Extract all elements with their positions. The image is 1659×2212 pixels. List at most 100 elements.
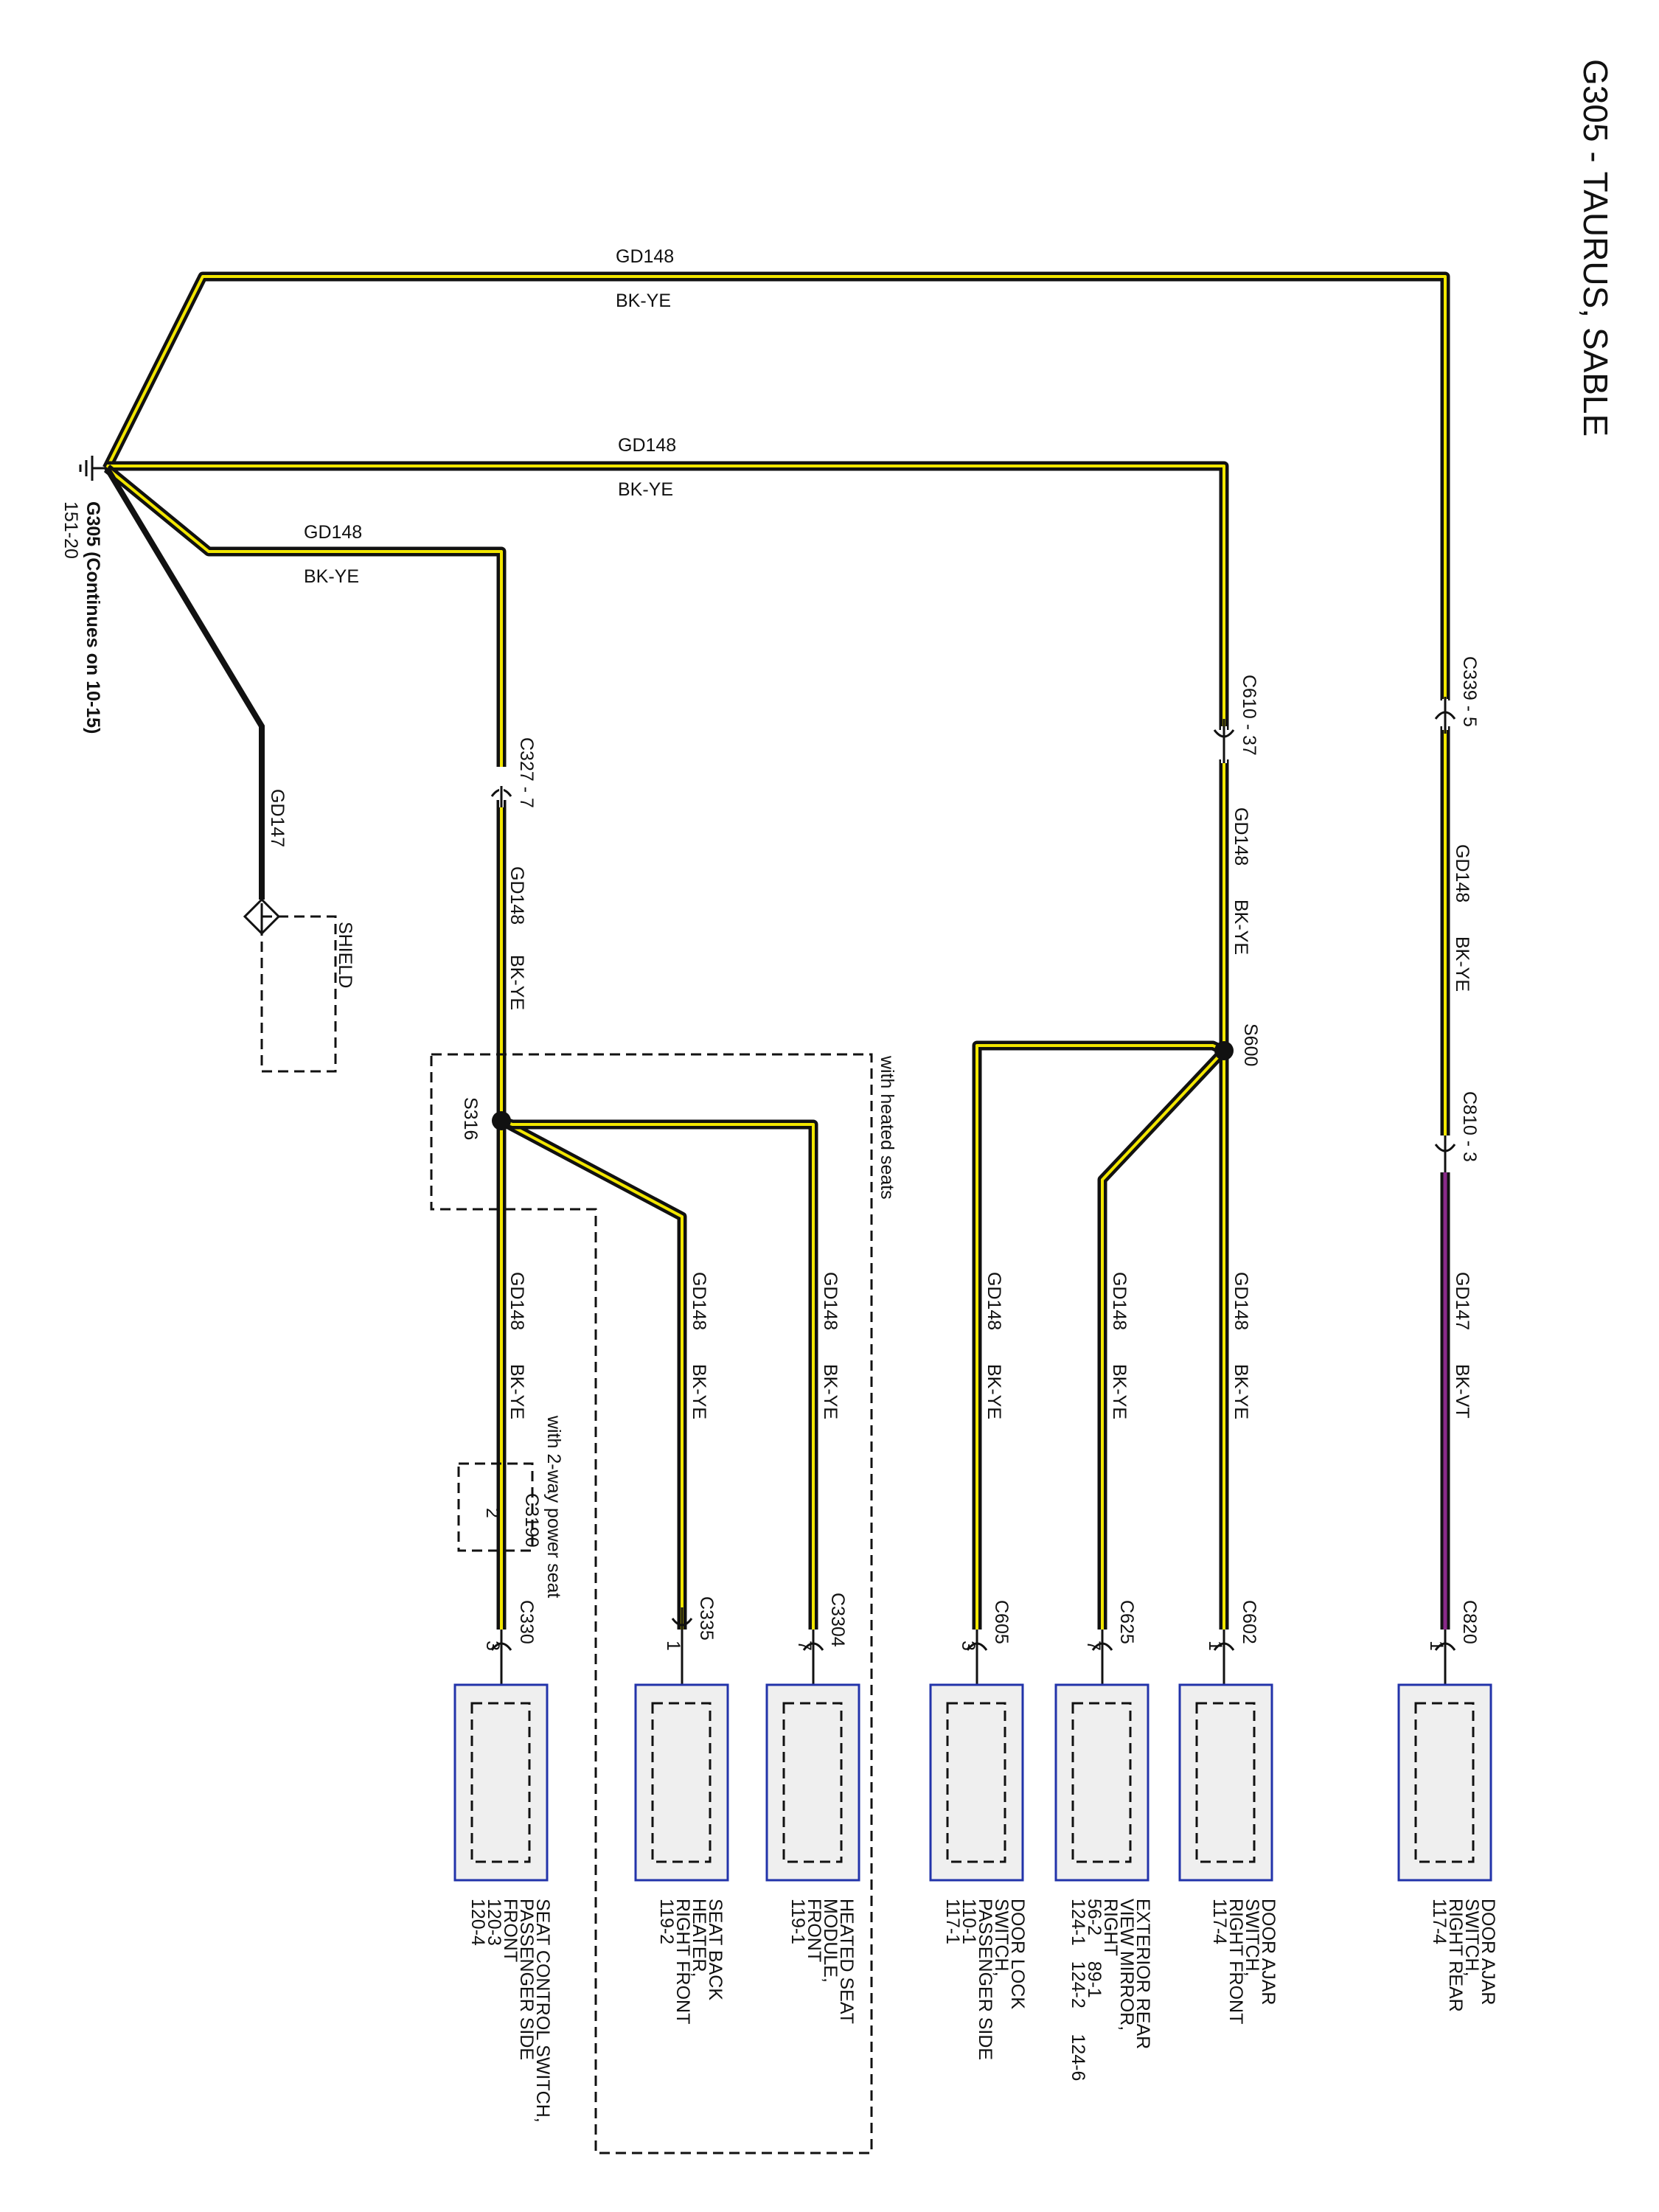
component-label-line: 119-1 — [787, 1899, 808, 1944]
connector-c330-pin: 3 — [482, 1641, 503, 1651]
connector-c3304-label: C3304 — [827, 1593, 848, 1647]
connector-c605-label: C605 — [991, 1600, 1012, 1644]
component-inner — [470, 1702, 531, 1863]
component-door-lock-switch — [929, 1683, 1024, 1882]
connector-c602-pin: 1 — [1205, 1641, 1225, 1651]
diagram-title: G305 - TAURUS, SABLE — [1576, 59, 1615, 437]
component-inner — [1414, 1702, 1475, 1863]
connector-c625-label: C625 — [1116, 1600, 1137, 1644]
wire-top1 — [102, 271, 1450, 700]
component-label-line: VIEW MIRROR, — [1116, 1899, 1137, 2031]
component-label-line: RIGHT FRONT — [672, 1899, 693, 2024]
component-seat-control-switch — [453, 1683, 549, 1882]
component-label-line: PASSENGER SIDE — [516, 1899, 537, 2060]
wire-label-circuit: GD148 — [618, 435, 676, 456]
connector-c327-icon — [490, 783, 512, 807]
ground-label: G305 (Continues on 10-15) — [83, 501, 103, 734]
component-label-line: HEATER, — [689, 1899, 709, 1978]
component-exterior-mirror — [1054, 1683, 1150, 1882]
wire-shield — [104, 466, 265, 900]
splice-s316-dot — [492, 1111, 511, 1130]
power-seat-option-label: with 2-way power seat — [543, 1415, 564, 1598]
component-label-line: SWITCH, — [1242, 1899, 1262, 1977]
component-label-line: PASSENGER SIDE — [975, 1899, 995, 2060]
component-label-line: MODULE, — [820, 1899, 841, 1983]
label-seat-back-heater: SEAT BACK HEATER, RIGHT FRONT 119-2 — [656, 1899, 726, 2024]
connector-c3304-pin: 7 — [794, 1641, 815, 1651]
wire-label-color: BK-YE — [616, 291, 671, 311]
connector-c327-label: C327 - 7 — [516, 737, 537, 808]
wire-label-color: BK-YE — [507, 955, 527, 1010]
wire-label-circuit: GD148 — [616, 246, 674, 267]
splice-s316-label: S316 — [460, 1097, 481, 1140]
wire-label-color: BK-YE — [820, 1364, 841, 1419]
wire-label-color: BK-YE — [1452, 936, 1472, 992]
connector-c330-label: C330 — [516, 1600, 537, 1644]
component-label-line: 120-4 — [467, 1899, 488, 1946]
label-door-lock-switch: DOOR LOCK SWITCH, PASSENGER SIDE 110-1 1… — [942, 1899, 1028, 2060]
wire-label-color: BK-YE — [304, 566, 359, 587]
component-heated-seat-module — [765, 1683, 860, 1882]
wire-label-circuit: GD148 — [689, 1272, 709, 1330]
component-label-line: 117-4 — [1429, 1899, 1450, 1944]
component-inner — [651, 1702, 712, 1863]
wire-label-color: BK-VT — [1452, 1364, 1472, 1419]
wire-label-circuit: GD148 — [1231, 807, 1251, 866]
component-label-line: 117-1 — [942, 1899, 963, 1944]
component-label-line: SEAT BACK — [705, 1899, 726, 2000]
wire-label-circuit: GD148 — [507, 1272, 527, 1330]
wire-s600-c625 — [1097, 1047, 1228, 1630]
component-label-line: FRONT — [804, 1899, 824, 1962]
shield-label: SHIELD — [335, 922, 355, 988]
label-door-ajar-rf: DOOR AJAR SWITCH, RIGHT FRONT 117-4 — [1209, 1899, 1279, 2024]
wire-label-circuit: GD148 — [507, 866, 527, 925]
component-label-line: RIGHT REAR — [1445, 1899, 1466, 2012]
wire-label-color: BK-YE — [984, 1364, 1004, 1419]
component-seat-back-heater — [634, 1683, 729, 1882]
shield-box — [260, 915, 337, 1073]
component-label-line: RIGHT — [1100, 1899, 1121, 1956]
connector-c820-pin: 1 — [1426, 1641, 1447, 1651]
component-label-line: 124-1 124-2 124-6 — [1068, 1899, 1088, 2081]
c3190-label: C3190 — [521, 1493, 542, 1548]
component-inner — [1071, 1702, 1132, 1863]
component-label-line: RIGHT FRONT — [1225, 1899, 1246, 2024]
wire-label-circuit: GD148 — [820, 1272, 841, 1330]
connector-c610-label: C610 - 37 — [1239, 675, 1259, 756]
connector-c820-label: C820 — [1459, 1600, 1480, 1644]
component-label-line: SWITCH, — [991, 1899, 1012, 1977]
splice-s600-label: S600 — [1240, 1023, 1261, 1066]
c3190-pin: 2 — [482, 1508, 503, 1518]
connector-c602-label: C602 — [1239, 1600, 1259, 1644]
component-label-line: EXTERIOR REAR — [1133, 1899, 1153, 2049]
component-label-line: DOOR AJAR — [1258, 1899, 1279, 2005]
connector-c335-label: C335 — [696, 1596, 717, 1641]
component-label-line: HEATED SEAT — [836, 1899, 857, 2024]
component-inner — [946, 1702, 1006, 1863]
wire-label-color: BK-YE — [507, 1364, 527, 1419]
component-label-line: DOOR LOCK — [1007, 1899, 1028, 2009]
component-label-line: 117-4 — [1209, 1899, 1230, 1944]
wire-label-color: BK-YE — [1231, 900, 1251, 955]
connector-c810-label: C810 - 3 — [1459, 1091, 1480, 1162]
label-exterior-mirror: EXTERIOR REAR VIEW MIRROR, RIGHT 56-2 89… — [1068, 1899, 1153, 2081]
connector-c605-pin: 3 — [958, 1641, 978, 1651]
connector-c335-pin: 1 — [663, 1641, 684, 1651]
wire-label-circuit: GD147 — [1452, 1272, 1472, 1330]
connector-c810-icon — [1434, 1135, 1456, 1172]
label-door-ajar-rr: DOOR AJAR SWITCH, RIGHT REAR 117-4 — [1429, 1899, 1498, 2012]
wire-label-circuit: GD148 — [1452, 844, 1472, 902]
connector-c339-icon — [1434, 697, 1456, 734]
wire-label-color: BK-YE — [1109, 1364, 1130, 1419]
wire-s316-c335 — [498, 1116, 687, 1630]
component-label-line: 110-1 — [959, 1899, 979, 1944]
wire-label-circuit: GD148 — [1109, 1272, 1130, 1330]
splice-s600-dot — [1214, 1041, 1234, 1060]
ground-symbol-icon — [79, 456, 107, 481]
wire-label-circuit: GD148 — [304, 522, 362, 543]
connector-c610-icon — [1213, 719, 1235, 763]
ground-ref: 151-20 — [60, 501, 81, 559]
component-inner — [1195, 1702, 1256, 1863]
component-label-line: FRONT — [500, 1899, 521, 1962]
